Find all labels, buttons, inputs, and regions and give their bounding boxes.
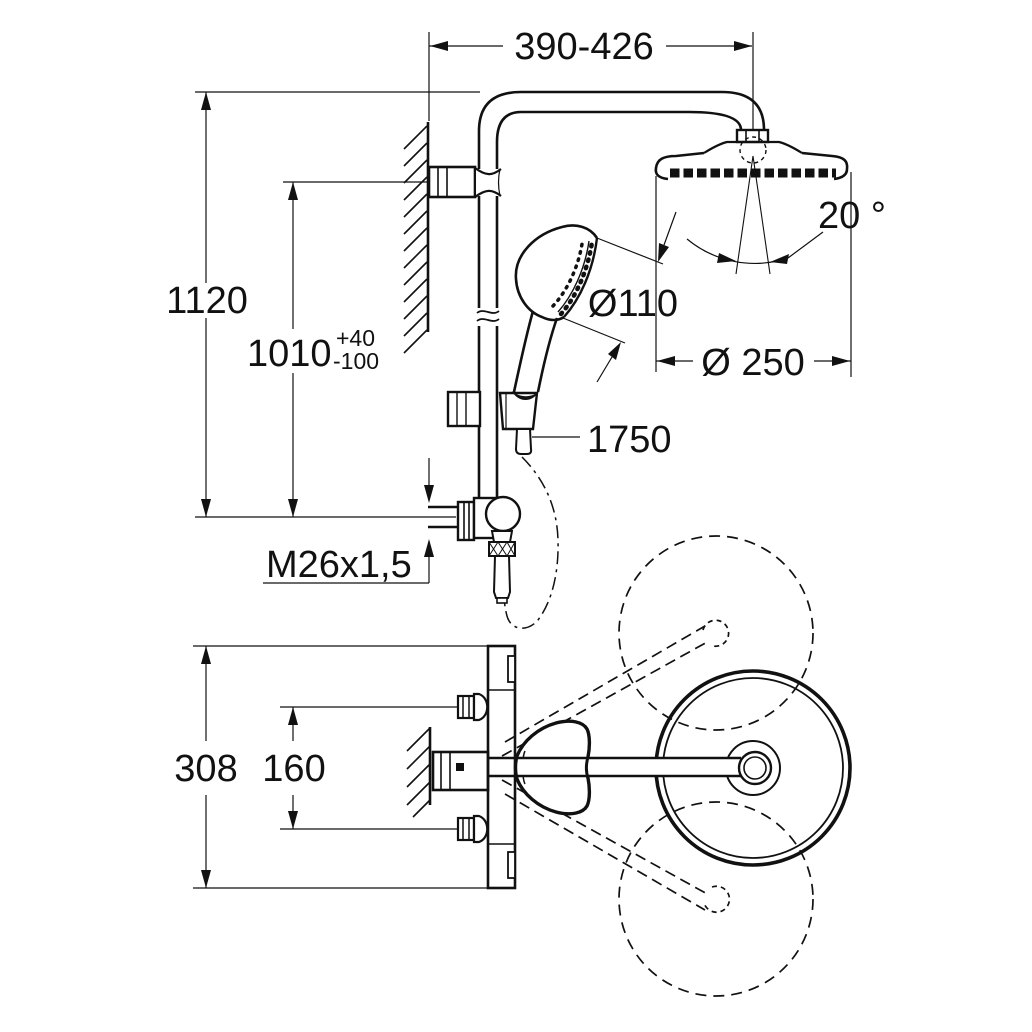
shower-arm-top <box>488 750 773 786</box>
dimension-body-height: 308 <box>174 645 488 889</box>
dimension-spray-angle: 20 ° <box>818 195 886 237</box>
swivel-positions-dashed <box>501 535 814 997</box>
outlet-height-tolerance-minus: -100 <box>333 348 379 374</box>
slider-bracket <box>446 390 539 455</box>
inlet-connection-bottom <box>456 814 489 844</box>
hose-connector <box>514 428 533 455</box>
width-range-label: 390-426 <box>514 26 653 68</box>
wall-section-top <box>406 727 432 818</box>
spray-face-dots <box>558 239 595 317</box>
fixing-screw <box>456 763 464 771</box>
spray-angle-label: 20 ° <box>818 195 886 237</box>
wall-section <box>403 122 430 354</box>
swivel-ball <box>484 495 522 533</box>
spray-angle-indication <box>686 155 824 275</box>
dimension-connection-thread: M26x1,5 <box>263 458 434 586</box>
dimension-width-range: 390-426 <box>428 26 754 131</box>
hand-shower <box>512 224 599 393</box>
head-shower-hub <box>703 140 803 154</box>
outlet-height-tolerance-plus: +40 <box>336 325 375 351</box>
head-diameter-label: Ø 250 <box>701 342 805 384</box>
inlet-connection-top <box>456 692 489 722</box>
head-shower-nut <box>735 128 770 144</box>
shower-hose-centerline <box>502 456 559 629</box>
shower-rail-pipe <box>476 90 766 498</box>
handle-seam <box>512 391 539 400</box>
connection-thread-label: M26x1,5 <box>266 544 412 586</box>
hose-length-label: 1750 <box>587 419 672 461</box>
outlet-elbow <box>428 495 522 604</box>
dimension-hand-shower-diameter: Ø110 <box>562 211 678 383</box>
dimension-head-diameter: Ø 250 <box>655 172 852 384</box>
pipe-break-symbol <box>476 310 500 322</box>
dimension-outlet-height: 1010 +40 -100 <box>247 181 427 517</box>
total-height-label: 1120 <box>166 280 248 322</box>
dimension-total-height: 1120 <box>166 91 480 518</box>
outlet-height-label: 1010 <box>247 333 332 375</box>
front-view <box>403 90 849 629</box>
connection-spacing-label: 160 <box>262 748 325 790</box>
head-shower <box>654 128 849 181</box>
hand-shower-handle <box>512 310 559 393</box>
top-view <box>406 535 852 997</box>
dimensions: 390-426 1120 1010 +40 -100 Ø 250 <box>166 26 886 889</box>
wall-hatching <box>403 125 428 354</box>
hose-outlet <box>492 555 512 599</box>
dimension-connection-spacing: 160 <box>262 706 458 830</box>
connection-nut <box>456 500 476 542</box>
hand-shower-head <box>514 224 599 322</box>
dimension-hose-length: 1750 <box>532 419 672 461</box>
hand-shower-diameter-label: Ø110 <box>588 283 678 325</box>
ball-joint-circle <box>739 136 767 164</box>
pipe-clamp-top <box>431 750 490 792</box>
body-height-label: 308 <box>174 748 237 790</box>
thermostat-body-top <box>456 644 517 890</box>
wall-bracket <box>427 165 502 199</box>
